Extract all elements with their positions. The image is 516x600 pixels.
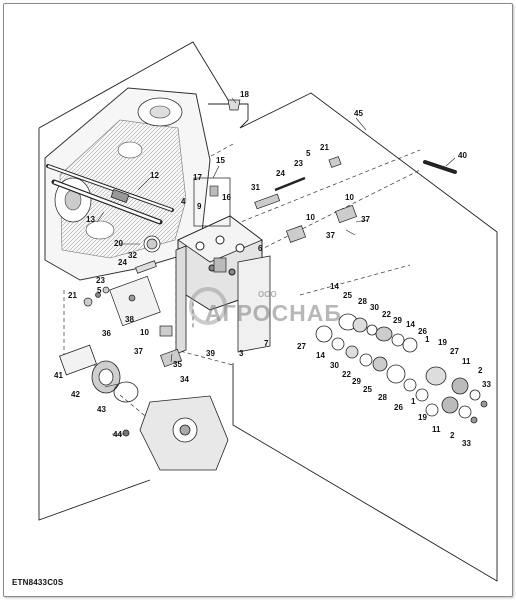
part-label: 18 xyxy=(240,90,249,99)
shafts xyxy=(46,164,174,225)
part-label: 30 xyxy=(370,303,379,312)
part-label: 21 xyxy=(320,143,329,152)
part-label: 22 xyxy=(382,310,391,319)
part-label: 11 xyxy=(462,357,471,366)
part-label: 26 xyxy=(394,403,403,412)
part-label: 33 xyxy=(482,380,491,389)
part-label: 14 xyxy=(406,320,415,329)
fittings xyxy=(83,99,457,368)
part-label: 10 xyxy=(140,328,149,337)
part-label: 5 xyxy=(97,286,102,295)
leader-lines xyxy=(96,97,456,435)
part-label: 27 xyxy=(297,342,306,351)
part-label: 22 xyxy=(342,370,351,379)
part-label: 45 xyxy=(354,109,363,118)
part-label: 24 xyxy=(118,258,127,267)
part-label: 1 xyxy=(411,397,416,406)
housing-outline xyxy=(38,41,498,582)
part-label: 5 xyxy=(306,149,311,158)
part-label: 25 xyxy=(343,291,352,300)
figure-code: ETN8433C0S xyxy=(12,578,64,587)
part-label: 40 xyxy=(458,151,467,160)
part-label: 23 xyxy=(294,159,303,168)
watermark-subtitle: ООО xyxy=(258,290,277,299)
clutch-pack-upper xyxy=(338,313,488,408)
part-label: 29 xyxy=(352,377,361,386)
part-label: 2 xyxy=(450,431,455,440)
part-label: 17 xyxy=(193,173,202,182)
part-label: 20 xyxy=(114,239,123,248)
part-label: 41 xyxy=(54,371,63,380)
part-label: 13 xyxy=(86,215,95,224)
part-label: 11 xyxy=(432,425,441,434)
part-label: 37 xyxy=(361,215,370,224)
clutch-pack-lower xyxy=(315,325,478,424)
part-label: 1 xyxy=(425,335,430,344)
part-label: 19 xyxy=(418,413,427,422)
part-label: 30 xyxy=(330,361,339,370)
part-label: 39 xyxy=(206,349,215,358)
part-label: 44 xyxy=(113,430,122,439)
part-label: 36 xyxy=(102,329,111,338)
part-label: 42 xyxy=(71,390,80,399)
part-label: 32 xyxy=(128,251,137,260)
part-label: 10 xyxy=(306,213,315,222)
part-label: 26 xyxy=(418,327,427,336)
watermark-gear-icon xyxy=(189,287,227,325)
cover-plate xyxy=(175,245,271,355)
part-label: 14 xyxy=(316,351,325,360)
part-label: 2 xyxy=(478,366,483,375)
part-label: 37 xyxy=(134,347,143,356)
part-label: 31 xyxy=(251,183,260,192)
transmission-housing xyxy=(44,87,211,281)
part-label: 15 xyxy=(216,156,225,165)
part-label: 24 xyxy=(276,169,285,178)
part-label: 28 xyxy=(358,297,367,306)
part-label: 34 xyxy=(180,375,189,384)
part-label: 14 xyxy=(330,282,339,291)
part-label: 38 xyxy=(125,315,134,324)
part-label: 29 xyxy=(393,316,402,325)
part-label: 23 xyxy=(96,276,105,285)
part-label: 33 xyxy=(462,439,471,448)
part-label: 4 xyxy=(181,197,186,206)
part-label: 21 xyxy=(68,291,77,300)
pump-assembly xyxy=(59,344,229,471)
part-label: 16 xyxy=(222,193,231,202)
part-label: 37 xyxy=(326,231,335,240)
part-label: 6 xyxy=(258,244,263,253)
part-label: 28 xyxy=(378,393,387,402)
part-label: 7 xyxy=(264,339,269,348)
part-label: 10 xyxy=(345,193,354,202)
part-label: 3 xyxy=(239,349,244,358)
part-label: 25 xyxy=(363,385,372,394)
part-labels: 18 45 15 12 21 5 23 40 24 31 17 16 9 4 1… xyxy=(54,90,491,448)
part-label: 27 xyxy=(450,347,459,356)
part-label: 35 xyxy=(173,360,182,369)
watermark-title: АГРОСНАБ xyxy=(205,300,342,326)
part-label: 9 xyxy=(197,202,202,211)
part-label: 19 xyxy=(438,338,447,347)
part-label: 43 xyxy=(97,405,106,414)
part-label: 12 xyxy=(150,171,159,180)
